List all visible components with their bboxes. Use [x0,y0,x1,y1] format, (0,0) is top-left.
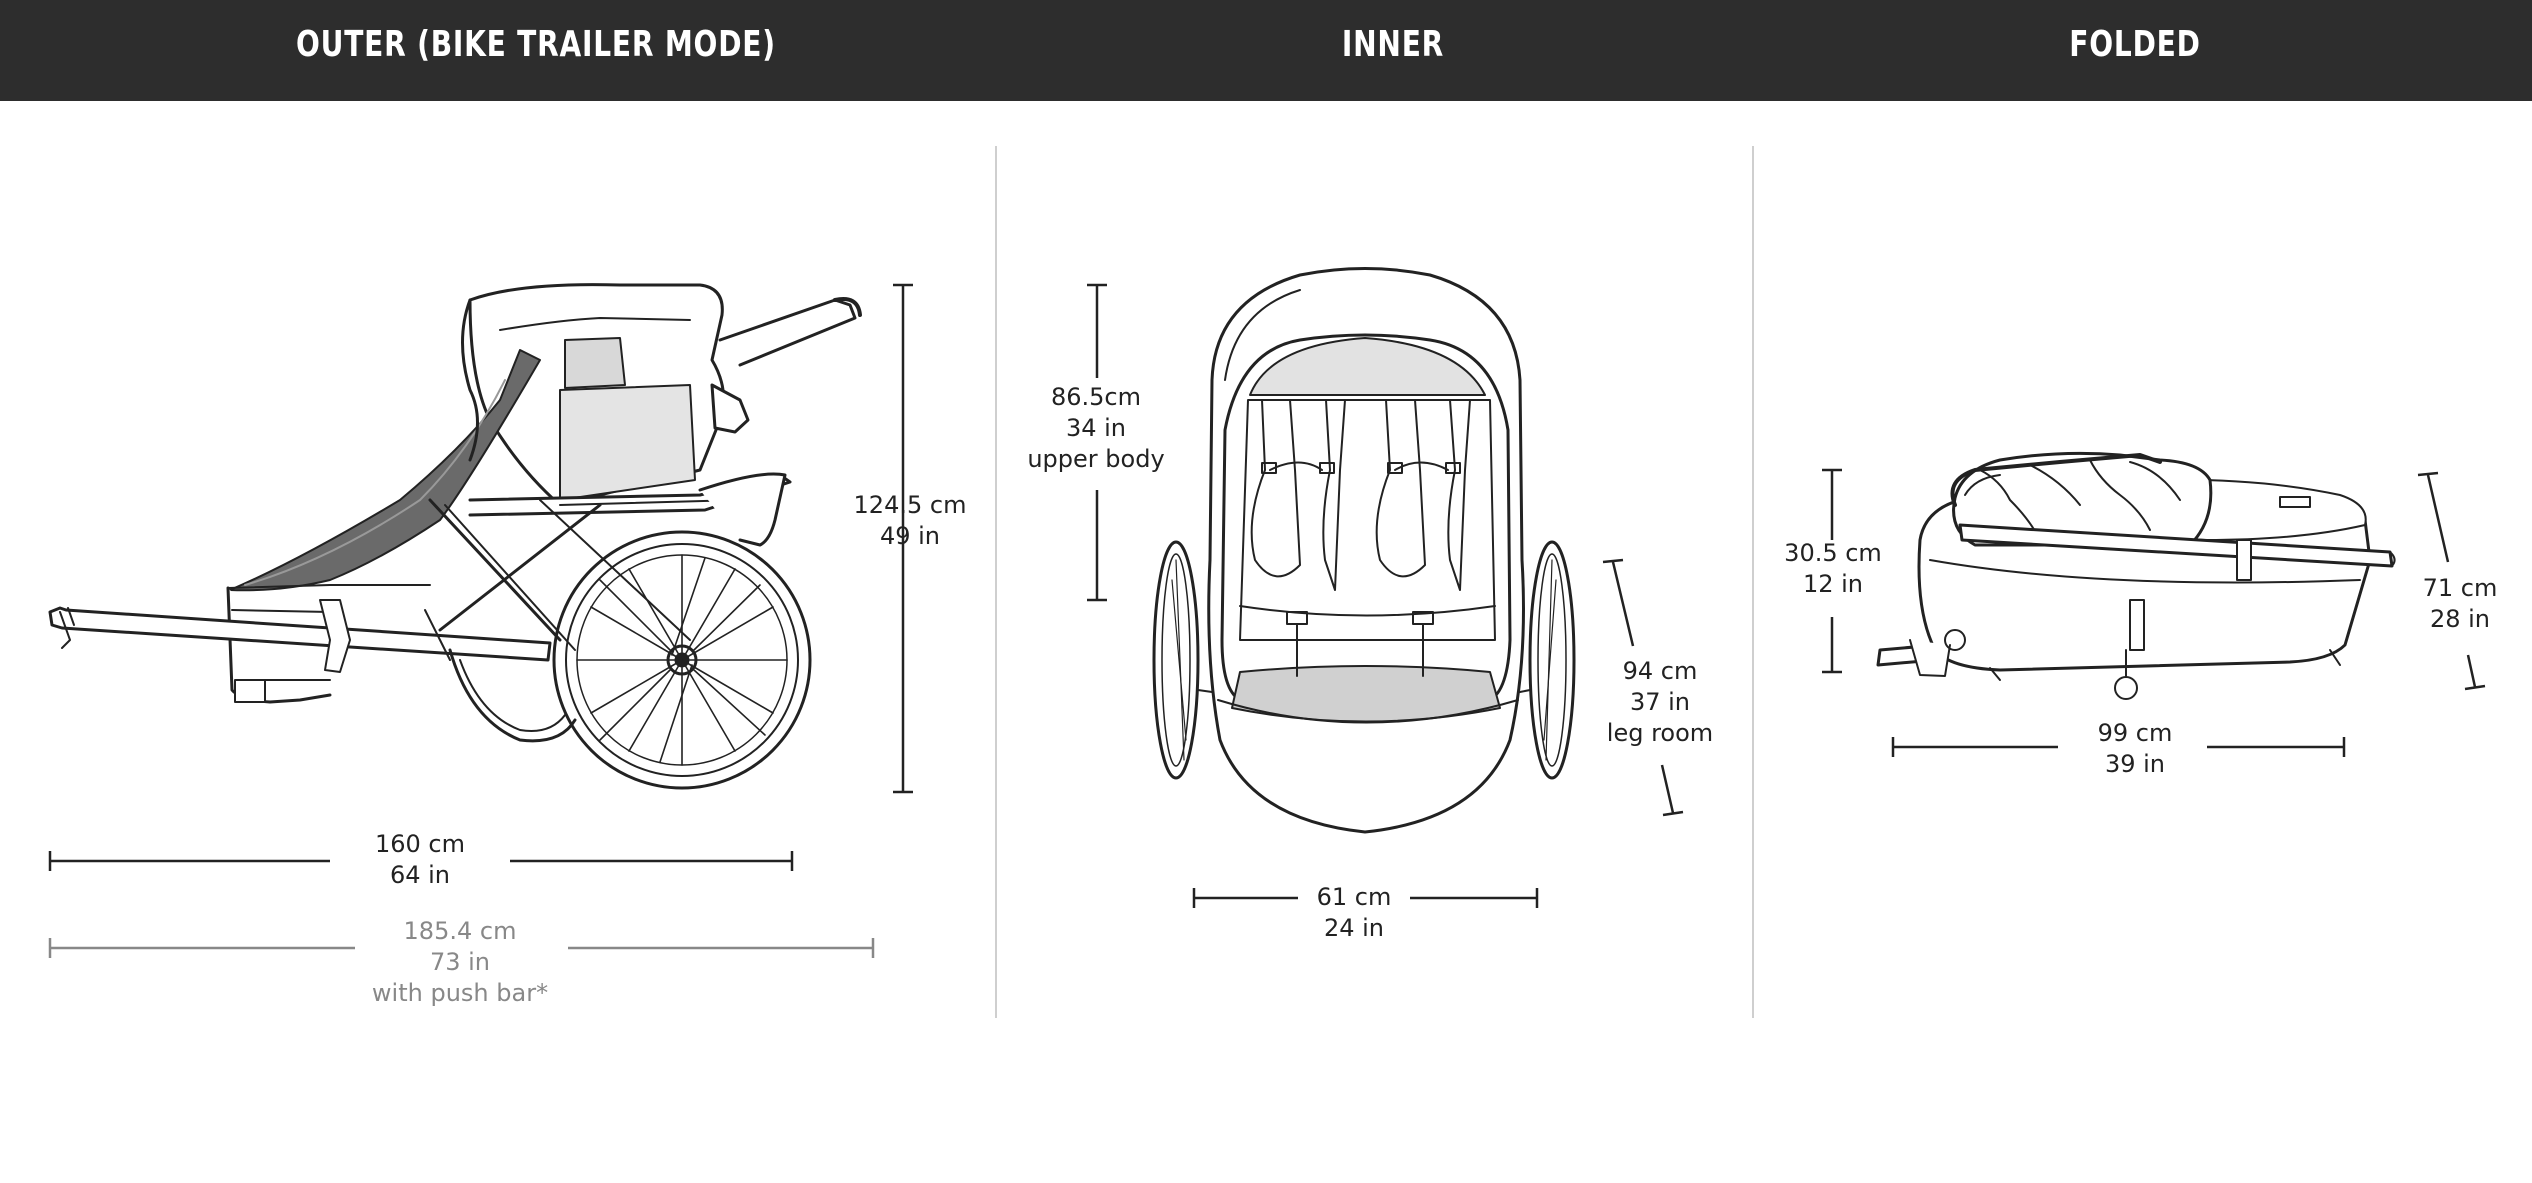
outer-push-bar-label: 185.4 cm 73 in with push bar* [360,916,560,1009]
inner-width-cm: 61 cm [1316,883,1392,911]
inner-upper-body-cm: 86.5cm [1050,383,1141,411]
outer-push-bar-note: with push bar* [371,979,549,1007]
divider-left [995,146,997,1018]
inner-trailer-drawing [1152,267,1576,834]
harness-straps [1239,399,1496,677]
inner-upper-body-note: upper body [1027,445,1165,473]
inner-leg-room-note: leg room [1606,719,1714,747]
outer-length-in: 64 in [389,861,451,889]
folded-height-in: 12 in [1802,570,1864,598]
outer-height-label: 124.5 cm 49 in [850,490,970,552]
outer-dimension-lines [48,283,913,871]
folded-length-cm: 99 cm [2097,719,2173,747]
folded-height-label: 30.5 cm 12 in [1778,538,1888,600]
outer-push-bar-cm: 185.4 cm [403,917,517,945]
inner-leg-room-in: 37 in [1629,688,1691,716]
folded-trailer-drawing [1876,451,2396,700]
inner-dimension-lines [1087,283,1684,908]
wheel-spokes [576,554,788,766]
inner-leg-room-label: 94 cm 37 in leg room [1600,656,1720,749]
inner-upper-body-label: 86.5cm 34 in upper body [1020,382,1172,475]
folded-dimension-lines [1822,468,2486,757]
folded-diagonal-cm: 71 cm [2422,574,2498,602]
folded-length-in: 39 in [2104,750,2166,778]
outer-length-label: 160 cm 64 in [340,829,500,891]
folded-title: FOLDED [2069,24,2201,65]
divider-right [1752,146,1754,1018]
outer-length-cm: 160 cm [374,830,465,858]
outer-push-bar-dimension-line [48,938,875,958]
inner-upper-body-in: 34 in [1065,414,1127,442]
outer-height-in: 49 in [879,522,941,550]
outer-height-cm: 124.5 cm [853,491,967,519]
inner-leg-room-cm: 94 cm [1622,657,1698,685]
outer-push-bar-in: 73 in [429,948,491,976]
outer-trailer-drawing [48,283,862,790]
header-bar: OUTER (BIKE TRAILER MODE) INNER FOLDED [0,0,2532,101]
folded-height-cm: 30.5 cm [1784,539,1882,567]
folded-diagonal-in: 28 in [2429,605,2491,633]
outer-title: OUTER (BIKE TRAILER MODE) [296,24,776,65]
folded-length-label: 99 cm 39 in [2075,718,2195,780]
inner-width-label: 61 cm 24 in [1300,882,1408,944]
folded-diagonal-label: 71 cm 28 in [2410,573,2510,635]
inner-width-in: 24 in [1323,914,1385,942]
inner-title: INNER [1341,24,1445,65]
